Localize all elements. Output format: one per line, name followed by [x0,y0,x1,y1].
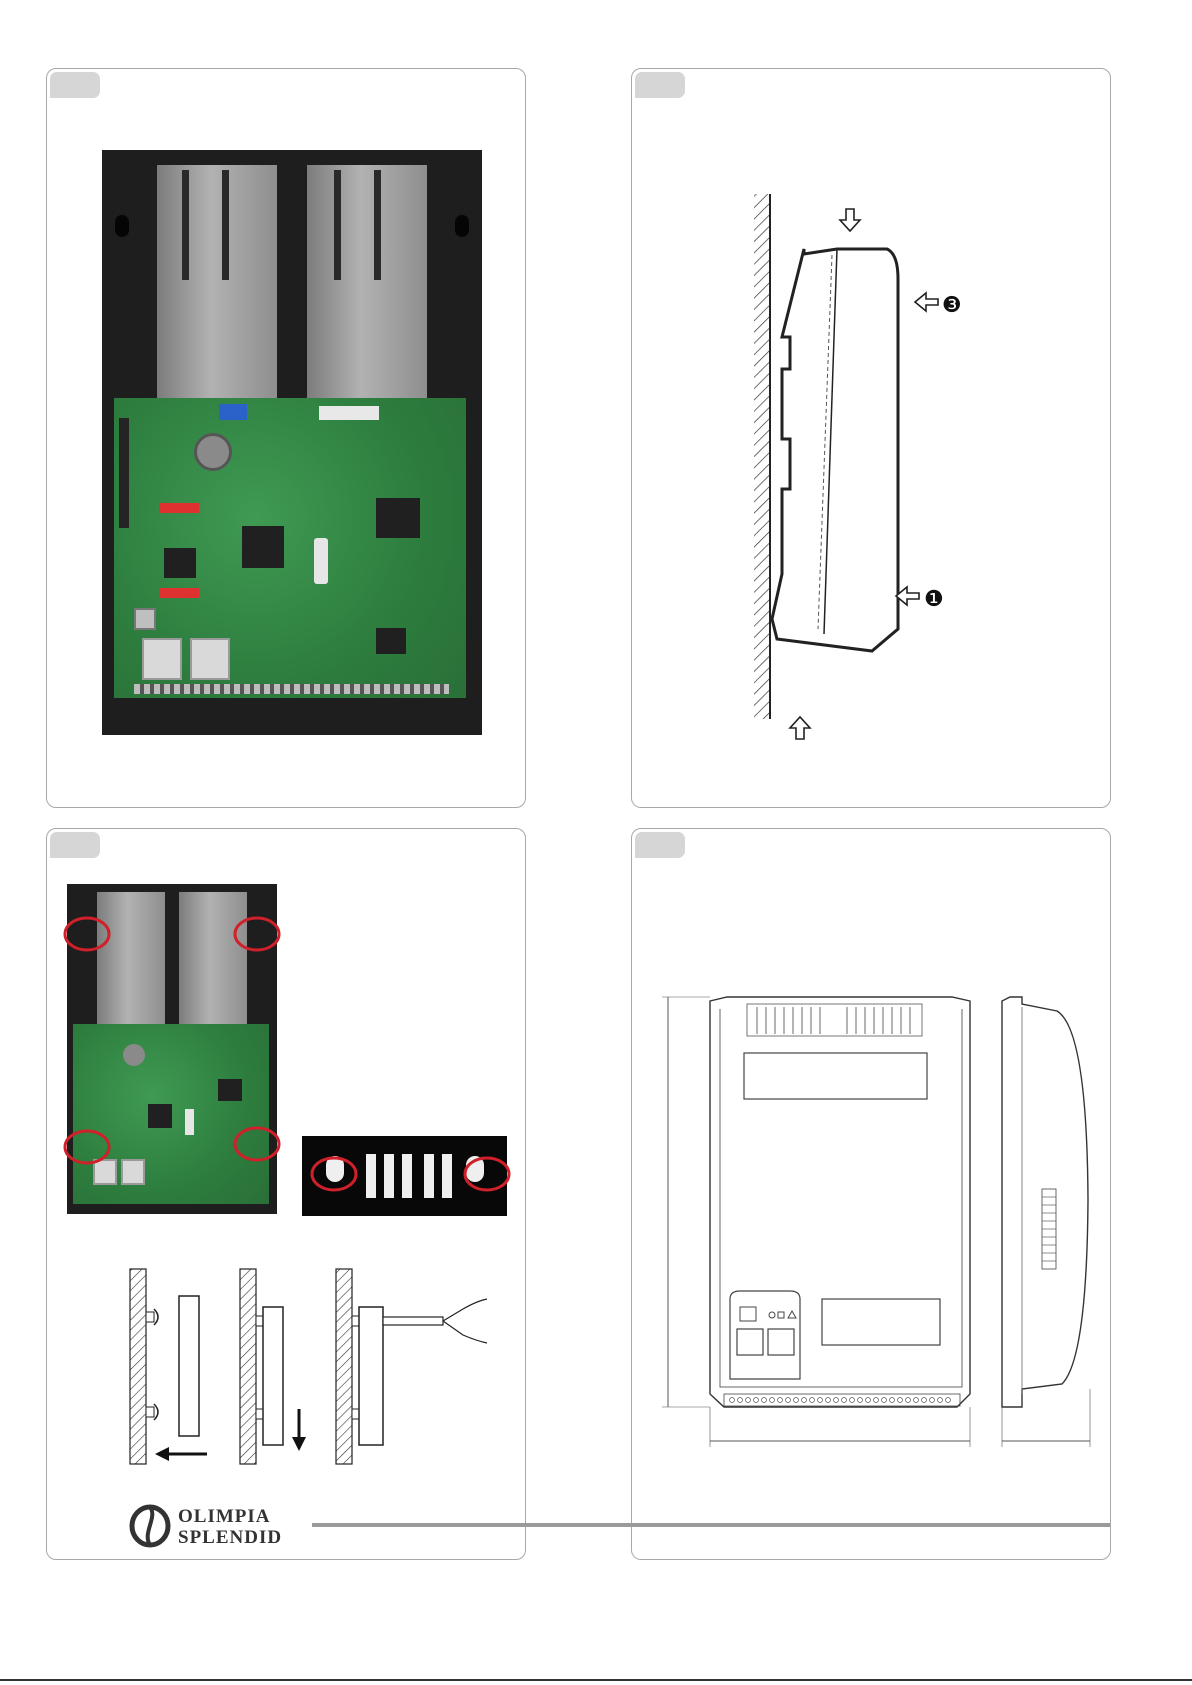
figure-panel-3 [46,828,526,1560]
footer-rule [312,1523,1110,1527]
brand-line-2: SPLENDID [178,1527,282,1548]
dimension-drawing [632,829,1110,1559]
olimpia-logo-icon [128,1503,172,1549]
arrow-down-icon [840,209,860,231]
figure-panel-1 [46,68,526,808]
arrow-up-icon [790,717,810,739]
figure-panel-4 [631,828,1111,1560]
keyhole-left [115,215,129,237]
brand-line-1: OLIMPIA [178,1506,282,1527]
step-label-1: ❶ [924,587,944,612]
figure-panel-2: ❸ ❶ [631,68,1111,808]
wall-hatch [754,194,770,719]
panel-tab [50,72,100,98]
wall-mount-diagram: ❸ ❶ [632,69,1110,807]
heatsink-right [307,165,427,400]
controller-board-photo [102,150,482,735]
circuit-board [114,398,466,698]
mounting-steps-diagram [47,829,525,1559]
step-label-3: ❸ [942,293,962,318]
keyhole-right [455,215,469,237]
heatsink-left [157,165,277,400]
screwdriver-icon [383,1317,443,1325]
arrow-left-icon [915,293,938,311]
brand-name: OLIMPIA SPLENDID [178,1506,282,1548]
bottom-rule [0,1679,1192,1681]
